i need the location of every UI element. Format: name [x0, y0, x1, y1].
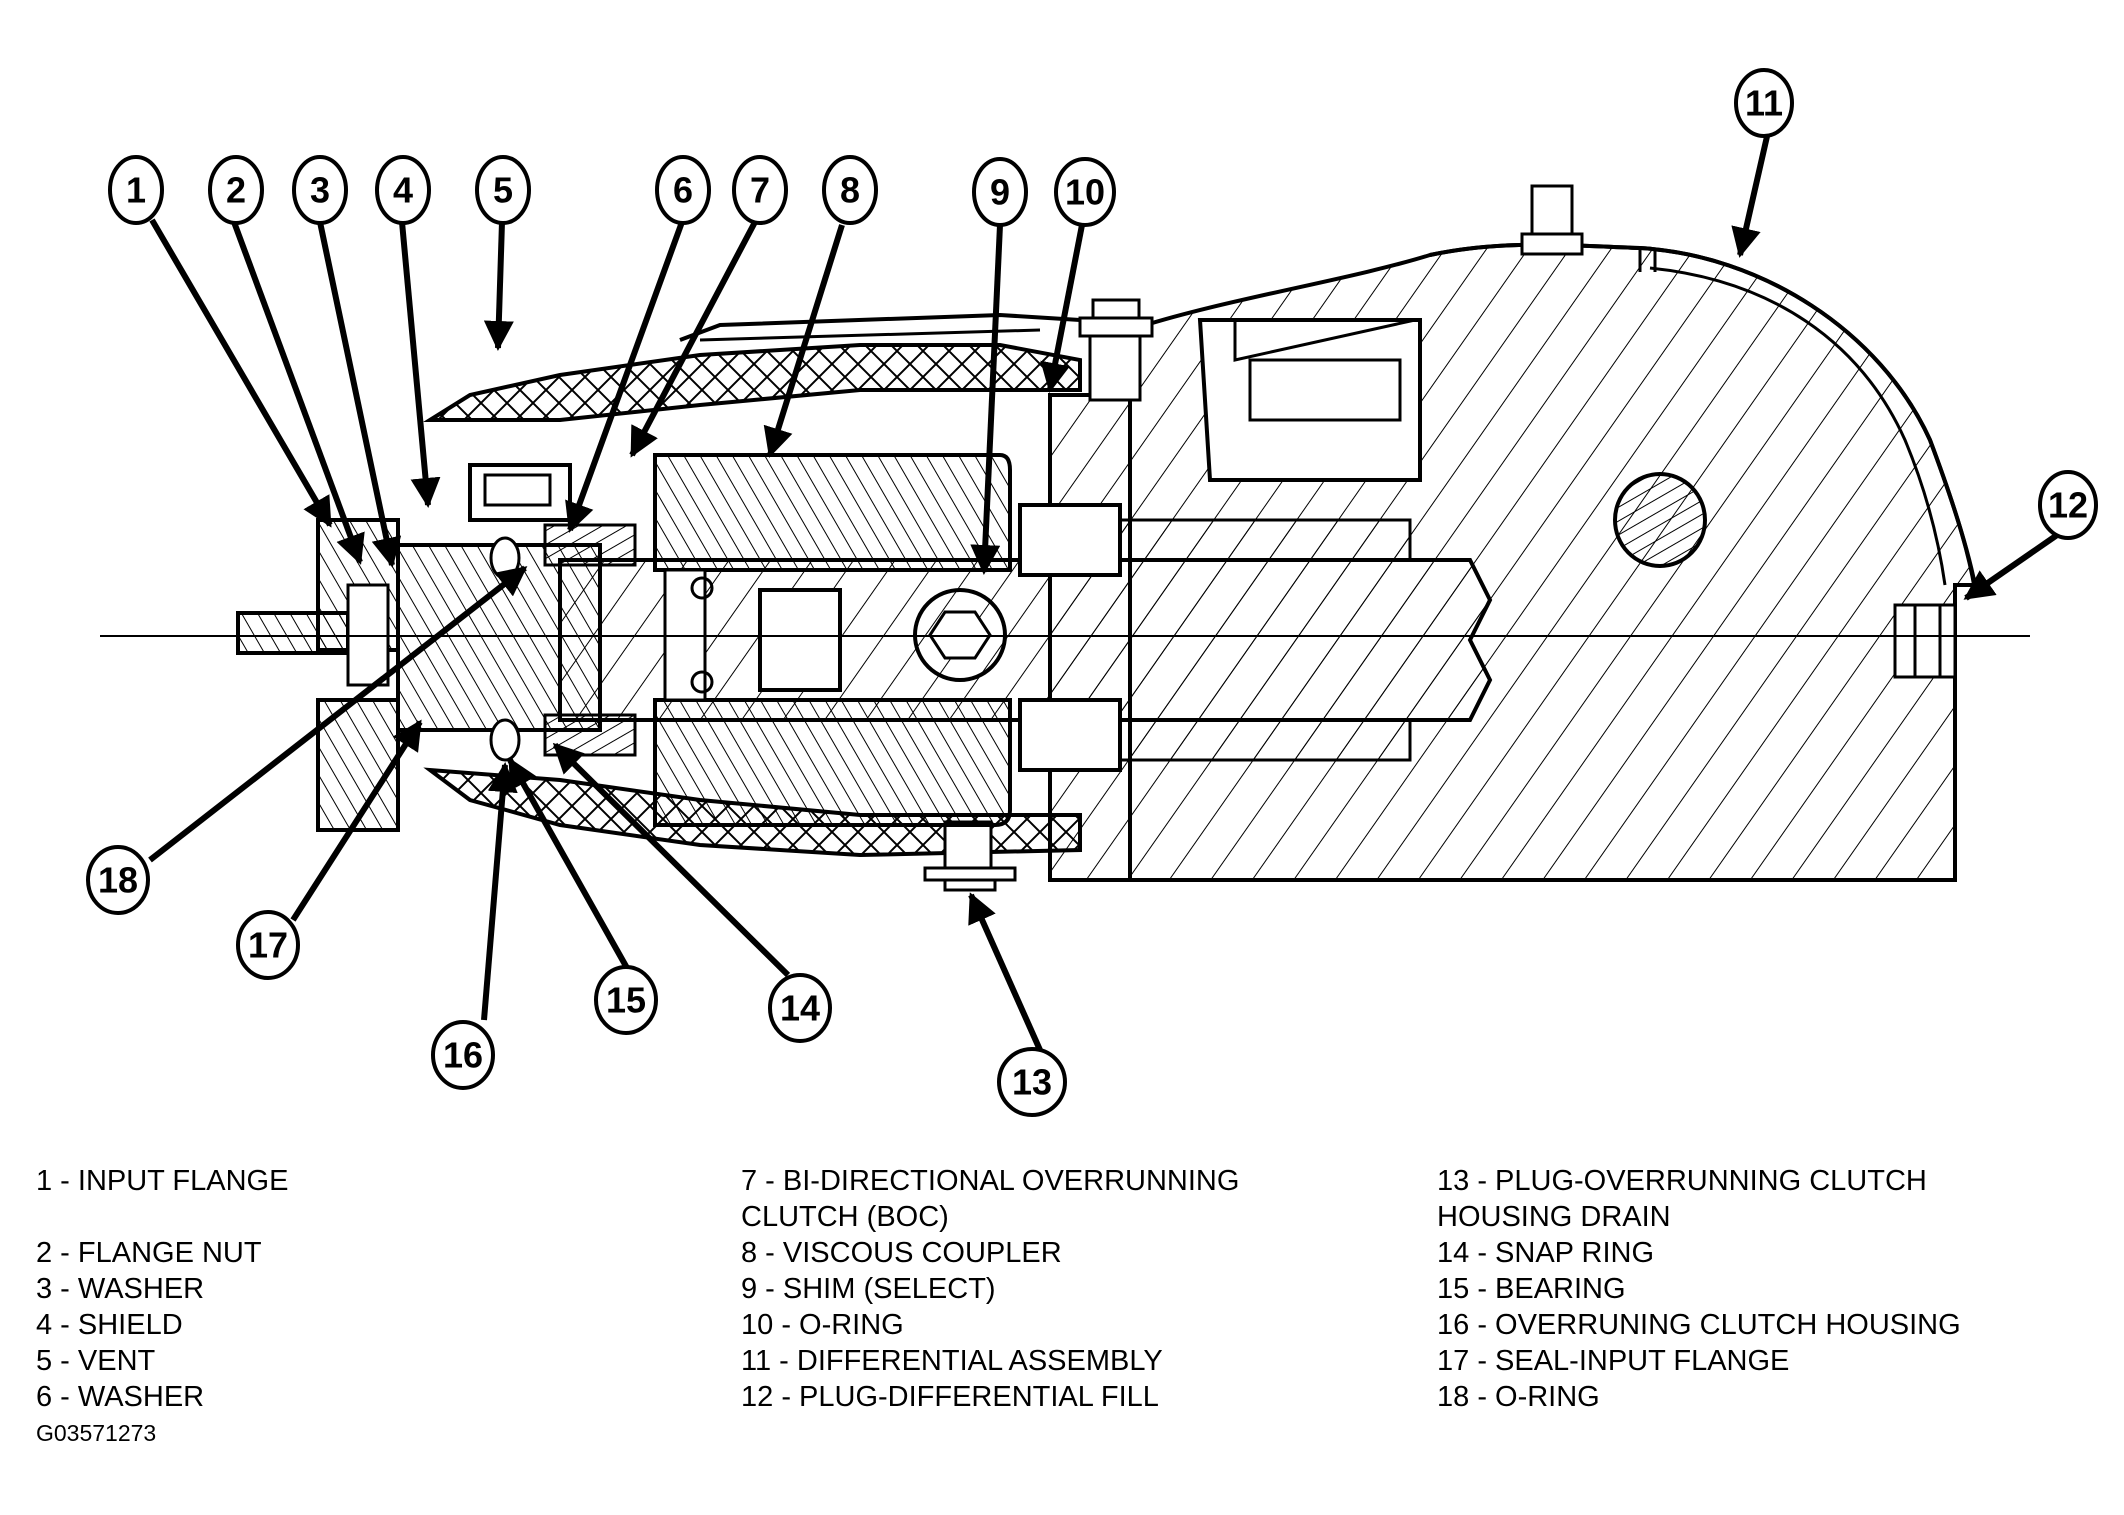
callout-16b: 16 [431, 1020, 495, 1090]
legend-column-2: 7 - BI-DIRECTIONAL OVERRUNNING CLUTCH (B… [741, 1163, 1239, 1415]
legend-item-5: 5 - VENT [36, 1345, 156, 1377]
viscous-coupler [653, 453, 1012, 827]
cross-section-diagram: 1 2 3 4 5 6 7 8 9 10 11 12 13 14 15 16 1… [86, 68, 2098, 1117]
svg-text:11: 11 [1745, 83, 1783, 124]
legend-item-7-cont: CLUTCH (BOC) [741, 1201, 949, 1233]
legend-item-14: 14 - SNAP RING [1437, 1237, 1655, 1269]
svg-text:12: 12 [2048, 485, 2088, 526]
callout-6: 6 [655, 155, 711, 225]
callouts: 1 2 3 4 5 6 7 8 9 10 11 12 13 14 15 16 1… [86, 68, 2098, 1117]
legend-column-3: 13 - PLUG-OVERRUNNING CLUTCH HOUSING DRA… [1437, 1163, 1961, 1415]
svg-text:9: 9 [990, 172, 1010, 213]
svg-text:16: 16 [443, 1035, 483, 1076]
svg-text:8: 8 [840, 170, 860, 211]
svg-text:5: 5 [493, 170, 513, 211]
callout-4: 4 [375, 155, 431, 225]
svg-text:15: 15 [606, 980, 646, 1021]
callout-1: 1 [108, 155, 164, 225]
callout-11: 11 [1734, 68, 1794, 138]
legend-item-3: 3 - WASHER [36, 1273, 205, 1305]
legend-item-6: 6 - WASHER [36, 1381, 205, 1413]
callout-13: 13 [997, 1047, 1067, 1117]
legend-item-2: 2 - FLANGE NUT [36, 1237, 262, 1269]
legend-item-15: 15 - BEARING [1437, 1273, 1626, 1305]
svg-text:10: 10 [1065, 172, 1105, 213]
differential-bearings [1018, 503, 1412, 772]
svg-text:7: 7 [750, 170, 770, 211]
callout-12: 12 [2038, 470, 2098, 540]
callout-2: 2 [208, 155, 264, 225]
legend-item-1: 1 - INPUT FLANGE [36, 1165, 289, 1197]
legend-item-8: 8 - VISCOUS COUPLER [741, 1237, 1062, 1269]
svg-text:1: 1 [126, 170, 146, 211]
callout-3: 3 [292, 155, 348, 225]
leader-lines [148, 131, 2062, 1052]
legend-item-17: 17 - SEAL-INPUT FLANGE [1437, 1345, 1790, 1377]
svg-text:17: 17 [248, 925, 288, 966]
callout-5: 5 [475, 155, 531, 225]
callout-8: 8 [822, 155, 878, 225]
callout-9: 9 [972, 157, 1028, 227]
svg-text:4: 4 [393, 170, 413, 211]
callout-10: 10 [1054, 157, 1116, 227]
legend-item-16: 16 - OVERRUNING CLUTCH HOUSING [1437, 1309, 1961, 1341]
svg-text:13: 13 [1012, 1062, 1052, 1103]
callout-14: 14 [768, 973, 832, 1043]
legend-item-12: 12 - PLUG-DIFFERENTIAL FILL [741, 1381, 1159, 1413]
svg-text:2: 2 [226, 170, 246, 211]
legend-item-13: 13 - PLUG-OVERRUNNING CLUTCH [1437, 1165, 1927, 1197]
svg-text:6: 6 [673, 170, 693, 211]
legend-item-18: 18 - O-RING [1437, 1381, 1600, 1413]
legend-item-10: 10 - O-RING [741, 1309, 904, 1341]
legend-column-1: 1 - INPUT FLANGE 2 - FLANGE NUT 3 - WASH… [36, 1163, 288, 1415]
svg-text:18: 18 [98, 860, 138, 901]
callout-7: 7 [732, 155, 788, 225]
svg-text:14: 14 [780, 988, 820, 1029]
legend-item-13-cont: HOUSING DRAIN [1437, 1201, 1671, 1233]
callout-18: 18 [86, 845, 150, 915]
callout-15: 15 [594, 965, 658, 1035]
svg-text:3: 3 [310, 170, 330, 211]
legend-item-4: 4 - SHIELD [36, 1309, 183, 1341]
figure-id: G03571273 [36, 1420, 157, 1446]
legend-item-11: 11 - DIFFERENTIAL ASSEMBLY [741, 1345, 1163, 1377]
legend-item-9: 9 - SHIM (SELECT) [741, 1273, 996, 1305]
callout-17: 17 [236, 910, 300, 980]
legend-item-7: 7 - BI-DIRECTIONAL OVERRUNNING [741, 1165, 1240, 1197]
